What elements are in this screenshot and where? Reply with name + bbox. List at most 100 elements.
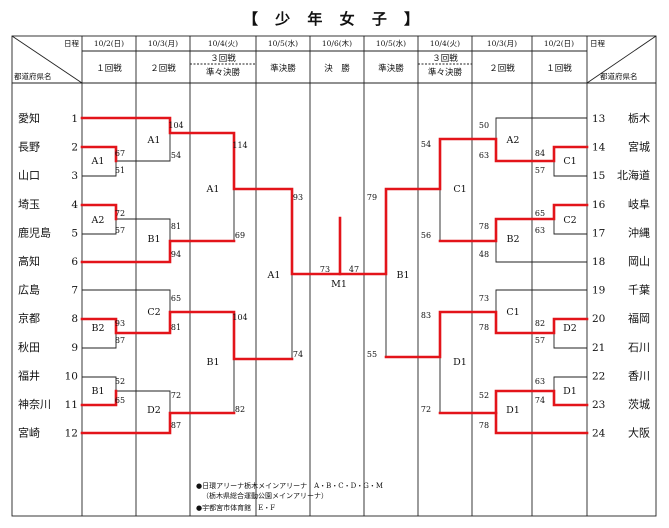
date-left-4: 10/5(水) bbox=[268, 38, 298, 48]
match-score: 104 bbox=[232, 313, 247, 322]
round-left-3: 準々決勝 bbox=[206, 67, 241, 78]
date-center: 10/6(木) bbox=[322, 38, 352, 48]
date-left-1: 10/2(日) bbox=[94, 39, 124, 48]
match-score: 54 bbox=[171, 151, 181, 160]
match-score: 54 bbox=[421, 140, 431, 149]
court-code: B2 bbox=[91, 323, 104, 334]
team-name: 長野 bbox=[18, 141, 40, 154]
team-name: 岐阜 bbox=[628, 198, 650, 211]
court-code: D1 bbox=[506, 405, 520, 416]
match-score: 51 bbox=[115, 166, 125, 175]
match-score: 74 bbox=[535, 396, 545, 405]
match-score: 72 bbox=[421, 405, 431, 414]
third-round-left: ３回戦 bbox=[210, 53, 236, 64]
match-score: 57 bbox=[535, 336, 545, 345]
court-code: C1 bbox=[563, 156, 576, 167]
match-score: 50 bbox=[479, 121, 489, 130]
court-code: A2 bbox=[91, 215, 105, 226]
match-score: 63 bbox=[479, 151, 489, 160]
match-score: 81 bbox=[171, 323, 181, 332]
team-seed: 6 bbox=[71, 256, 78, 268]
date-label-left: 日程 bbox=[64, 39, 79, 48]
match-score: 52 bbox=[479, 391, 489, 400]
team-name: 岡山 bbox=[628, 255, 650, 268]
match-score: 72 bbox=[115, 209, 125, 218]
match-score: 57 bbox=[115, 226, 125, 235]
match-score: 56 bbox=[421, 231, 431, 240]
team-name: 宮崎 bbox=[18, 426, 40, 440]
match-score: 104 bbox=[168, 121, 183, 130]
match-score: 94 bbox=[171, 250, 181, 259]
court-code: B1 bbox=[147, 234, 160, 245]
team-name: 石川 bbox=[628, 341, 650, 354]
match-score: 69 bbox=[235, 231, 245, 240]
team-name: 香川 bbox=[628, 369, 650, 382]
match-score: 65 bbox=[535, 209, 545, 218]
bracket-lines bbox=[82, 117, 587, 434]
date-left-3: 10/4(火) bbox=[208, 39, 238, 48]
match-score: 87 bbox=[115, 336, 125, 345]
team-seed: 24 bbox=[592, 428, 606, 440]
match-score: 73 bbox=[479, 294, 489, 303]
match-score: 81 bbox=[171, 222, 181, 231]
round-left-4: 準決勝 bbox=[270, 63, 296, 74]
team-seed: 11 bbox=[65, 399, 78, 411]
match-score: 84 bbox=[535, 149, 545, 158]
team-seed: 19 bbox=[592, 285, 605, 297]
court-code: A1 bbox=[206, 184, 220, 195]
team-name: 高知 bbox=[18, 254, 40, 268]
date-right-1: 10/2(日) bbox=[544, 39, 574, 48]
match-score: 82 bbox=[235, 405, 245, 414]
pref-label-left: 都道府県名 bbox=[14, 71, 52, 81]
pref-label-right: 都道府県名 bbox=[600, 71, 638, 81]
match-score: 63 bbox=[535, 226, 545, 235]
round-right-3: 準々決勝 bbox=[428, 67, 463, 78]
team-seed: 8 bbox=[71, 313, 78, 325]
header-grid bbox=[11, 35, 657, 517]
court-code: B1 bbox=[206, 357, 219, 368]
match-score: 78 bbox=[479, 421, 489, 430]
court-code: D2 bbox=[563, 323, 577, 334]
team-name: 千葉 bbox=[628, 283, 650, 297]
team-name: 茨城 bbox=[628, 397, 650, 411]
team-seed: 3 bbox=[71, 170, 78, 182]
team-name: 北海道 bbox=[617, 168, 650, 182]
team-name: 山口 bbox=[18, 169, 40, 182]
team-seed: 12 bbox=[65, 428, 78, 440]
court-code: D2 bbox=[147, 405, 161, 416]
court-code: C1 bbox=[453, 184, 466, 195]
court-code: C1 bbox=[506, 307, 519, 318]
winner-paths bbox=[80, 116, 589, 435]
page-title: 【 少 年 女 子 】 bbox=[243, 10, 425, 28]
team-seed: 2 bbox=[71, 142, 78, 154]
match-score: 48 bbox=[479, 250, 489, 259]
team-seed: 14 bbox=[592, 142, 606, 154]
match-score: 114 bbox=[232, 141, 247, 150]
team-name: 栃木 bbox=[628, 111, 650, 125]
team-seed: 9 bbox=[71, 342, 78, 354]
team-seed: 16 bbox=[592, 199, 606, 211]
team-name: 福井 bbox=[18, 368, 40, 382]
match-score: 47 bbox=[349, 265, 359, 274]
round-right-2: ２回戦 bbox=[489, 63, 515, 74]
match-score: 73 bbox=[320, 265, 330, 274]
court-code: A1 bbox=[91, 156, 105, 167]
court-code: C2 bbox=[563, 215, 576, 226]
match-score: 67 bbox=[115, 149, 125, 158]
match-score: 87 bbox=[171, 421, 181, 430]
header-labels: 日程 都道府県名 日程 都道府県名 10/2(日) 10/3(月) 10/4(火… bbox=[14, 38, 638, 81]
court-code: D1 bbox=[563, 386, 577, 397]
match-score: 83 bbox=[421, 311, 431, 320]
date-left-2: 10/3(月) bbox=[148, 39, 178, 48]
team-seed: 21 bbox=[592, 342, 605, 354]
court-code: M1 bbox=[331, 279, 347, 290]
date-label-right: 日程 bbox=[590, 39, 605, 48]
team-name: 神奈川 bbox=[18, 397, 51, 411]
team-seed: 4 bbox=[71, 199, 78, 211]
team-seed: 18 bbox=[592, 256, 605, 268]
date-right-3: 10/4(火) bbox=[430, 39, 460, 48]
venue-note-3: ●宇都宮市体育館 E・F bbox=[196, 503, 275, 512]
team-name: 秋田 bbox=[18, 340, 40, 354]
team-name: 宮城 bbox=[628, 140, 650, 154]
